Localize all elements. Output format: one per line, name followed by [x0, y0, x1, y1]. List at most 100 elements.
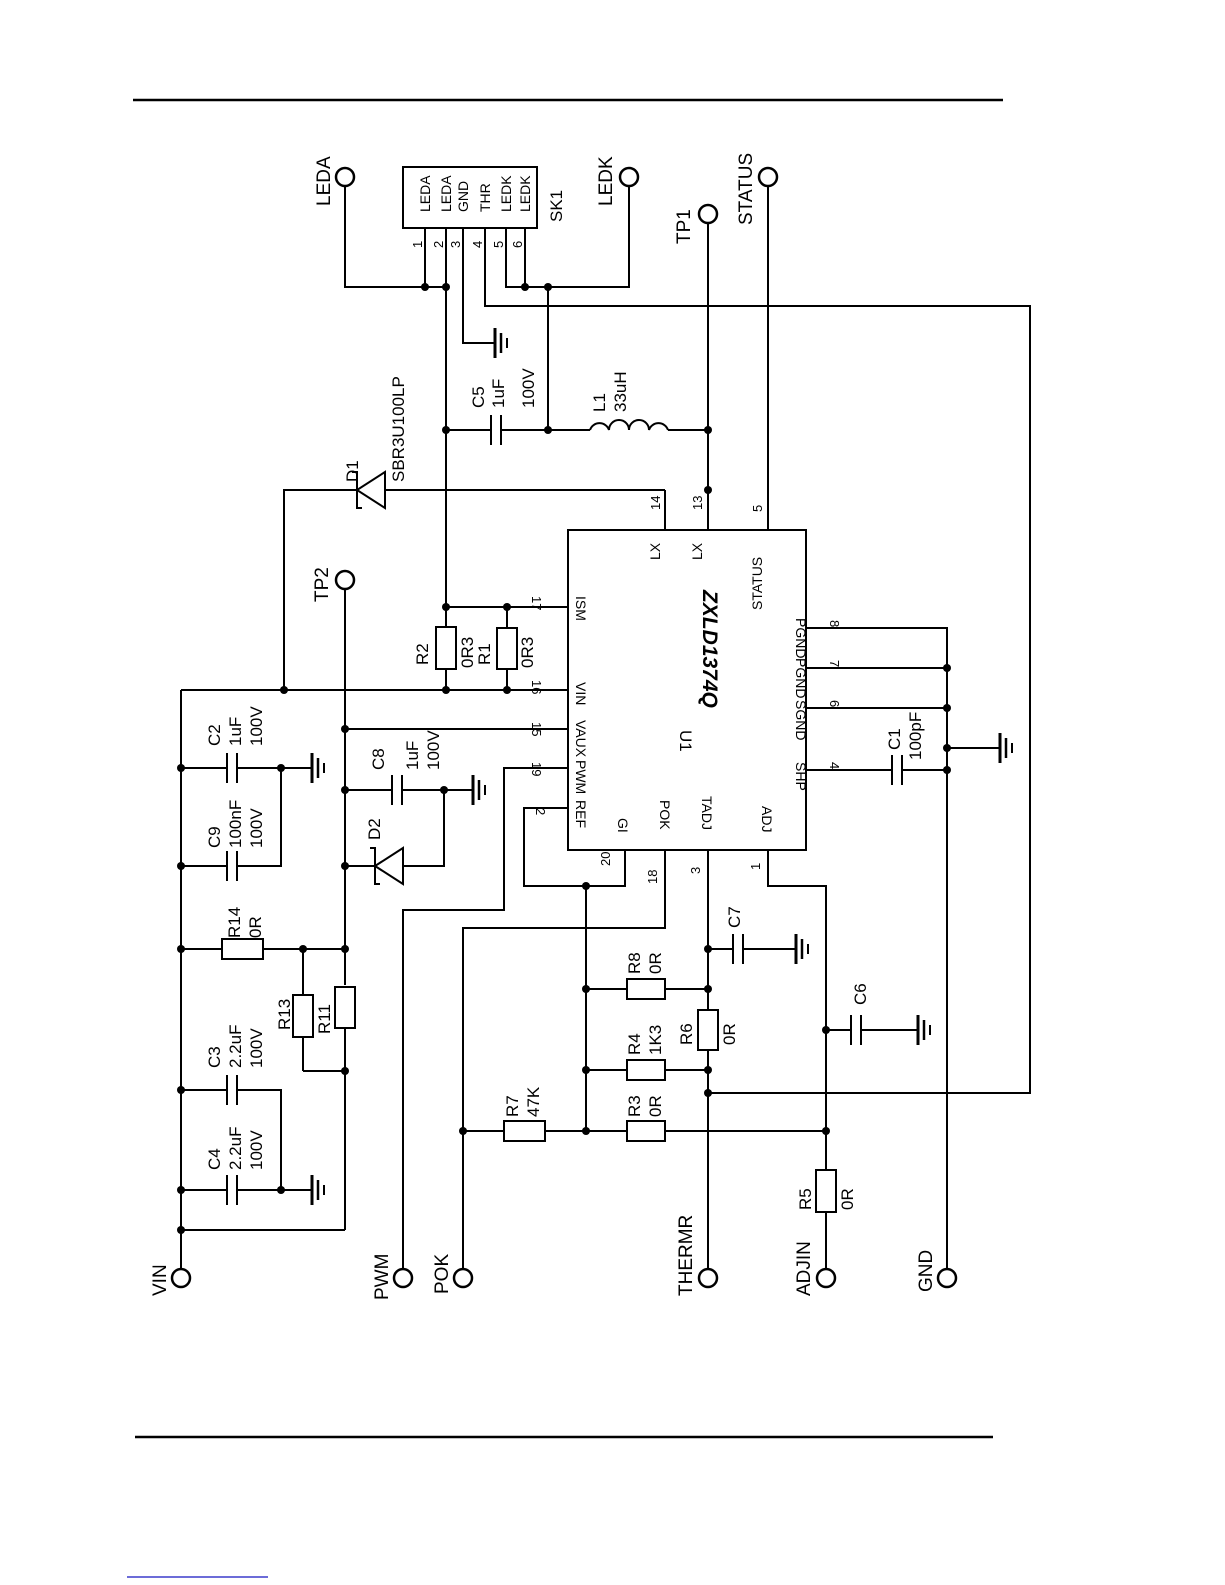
ic-pin-name: STATUS	[749, 557, 765, 610]
ic-pin-name: PWM	[573, 760, 589, 794]
resistor-r1: R1 0R3	[475, 627, 537, 670]
c3-ref: C3	[205, 1046, 224, 1068]
terminal-thermr-label: THERMR	[676, 1215, 697, 1296]
capacitor-c8: C8 1uF 100V	[369, 730, 443, 805]
terminal-gnd-label: GND	[916, 1250, 937, 1292]
resistor-r5: R5 0R	[796, 1169, 857, 1213]
r5-value: 0R	[838, 1188, 857, 1210]
resistor-r2: R2 0R3	[413, 626, 477, 670]
r7-ref: R7	[503, 1095, 522, 1117]
c5-value: 1uF	[489, 379, 508, 408]
c5-voltage: 100V	[519, 368, 538, 408]
junctions	[177, 283, 951, 1234]
terminal-leda	[334, 166, 356, 188]
resistor-r8: R8 0R	[625, 952, 666, 1000]
r11-ref: R11	[315, 1004, 334, 1034]
c4-voltage: 100V	[247, 1130, 266, 1170]
ic-pin-number: 20	[598, 852, 613, 866]
ic-ref: U1	[676, 730, 695, 752]
capacitor-c1: C1 100pF	[885, 712, 925, 785]
c8-value: 1uF	[403, 741, 422, 770]
capacitor-c9: C9 100nF 100V	[205, 800, 266, 881]
capacitor-c2: C2 1uF 100V	[205, 706, 266, 783]
ic-u1: LX14LX13STATUS5ISM17VIN16VAUX15PWM19REF2…	[529, 496, 842, 884]
ground-icon	[461, 773, 487, 807]
c4-value: 2.2uF	[226, 1127, 245, 1170]
sk1-pin-number: 1	[410, 241, 425, 248]
terminal-pok-label: POK	[432, 1254, 453, 1294]
ic-pin-name: LX	[647, 542, 663, 560]
capacitor-c5: C5 1uF 100V	[469, 368, 538, 445]
ic-pin-name: PGND	[793, 618, 809, 658]
sk1-pin-number: 4	[470, 241, 485, 248]
terminal-leda-label: LEDA	[314, 156, 335, 206]
terminal-vin	[170, 1267, 192, 1289]
r6-ref: R6	[677, 1023, 696, 1045]
capacitor-c4: C4 2.2uF 100V	[205, 1127, 266, 1205]
terminal-adjin-label: ADJIN	[794, 1241, 815, 1296]
sk1-pin-name: LEDK	[517, 175, 533, 212]
terminal-tp1-label: TP1	[674, 209, 695, 244]
c1-value: 100pF	[906, 712, 925, 760]
ic-pin-number: 15	[529, 722, 544, 736]
sk1-pin-name: LEDA	[438, 175, 454, 212]
r4-ref: R4	[625, 1033, 644, 1055]
c3-voltage: 100V	[247, 1028, 266, 1068]
r1-value: 0R3	[518, 637, 537, 668]
c6-ref: C6	[851, 983, 870, 1005]
terminal-pwm	[392, 1267, 414, 1289]
ground-icon	[300, 751, 326, 785]
terminal-pok	[452, 1267, 474, 1289]
r6-value: 0R	[720, 1023, 739, 1045]
ic-pin-number: 1	[748, 863, 763, 870]
resistor-r3: R3 0R	[625, 1095, 666, 1142]
diode-d1: D1 SBR3U100LP	[343, 376, 408, 510]
ic-pin-number: 13	[690, 496, 705, 510]
r8-value: 0R	[646, 952, 665, 974]
sk1-pin-name: GND	[455, 181, 471, 212]
sk1-pin-name: THR	[477, 183, 493, 212]
ic-pin-name: REF	[573, 800, 589, 828]
resistor-r4: R4 1K3	[625, 1025, 666, 1081]
ic-pin-name: ADJ	[759, 806, 775, 832]
ic-pin-name: GI	[615, 818, 631, 833]
ic-pin-name: TADJ	[699, 796, 715, 830]
r13-ref: R13	[275, 999, 294, 1030]
sk1-pin-number: 6	[510, 241, 525, 248]
sk1-ref: SK1	[547, 190, 566, 222]
ic-part-number: ZXLD1374Q	[698, 589, 721, 708]
ic-pin-name: VAUX	[573, 720, 589, 758]
c9-value: 100nF	[226, 800, 245, 848]
sk1-pin-number: 3	[448, 241, 463, 248]
l1-value: 33uH	[611, 371, 630, 412]
c1-ref: C1	[885, 728, 904, 750]
inductor-l1: L1 33uH	[589, 371, 669, 431]
terminal-ledk-label: LEDK	[596, 156, 617, 206]
r1-ref: R1	[475, 643, 494, 665]
diode-d2: D2	[365, 818, 404, 886]
terminal-vin-label: VIN	[150, 1264, 171, 1296]
capacitor-c6: C6	[850, 983, 870, 1045]
ic-pin-name: PGND	[793, 658, 809, 698]
c2-voltage: 100V	[247, 706, 266, 746]
resistor-r7: R7 47K	[503, 1086, 546, 1142]
terminal-tp2-label: TP2	[312, 567, 333, 602]
ground-icon	[988, 731, 1014, 765]
ic-pin-number: 7	[827, 660, 842, 667]
r14-value: 0R	[246, 916, 265, 938]
sk1-pin-name: LEDA	[417, 175, 433, 212]
d1-ref: D1	[343, 460, 362, 482]
sk1-pin-number: 5	[491, 241, 506, 248]
ic-pin-number: 14	[648, 496, 663, 510]
ic-pin-name: POK	[657, 800, 673, 830]
c9-ref: C9	[205, 826, 224, 848]
sk1-pin-name: LEDK	[498, 175, 514, 212]
d1-value: SBR3U100LP	[389, 376, 408, 482]
d2-ref: D2	[365, 818, 384, 840]
r3-ref: R3	[625, 1095, 644, 1117]
terminal-thermr	[697, 1267, 719, 1289]
ic-pin-number: 4	[827, 762, 842, 769]
ground-icon	[784, 932, 810, 966]
